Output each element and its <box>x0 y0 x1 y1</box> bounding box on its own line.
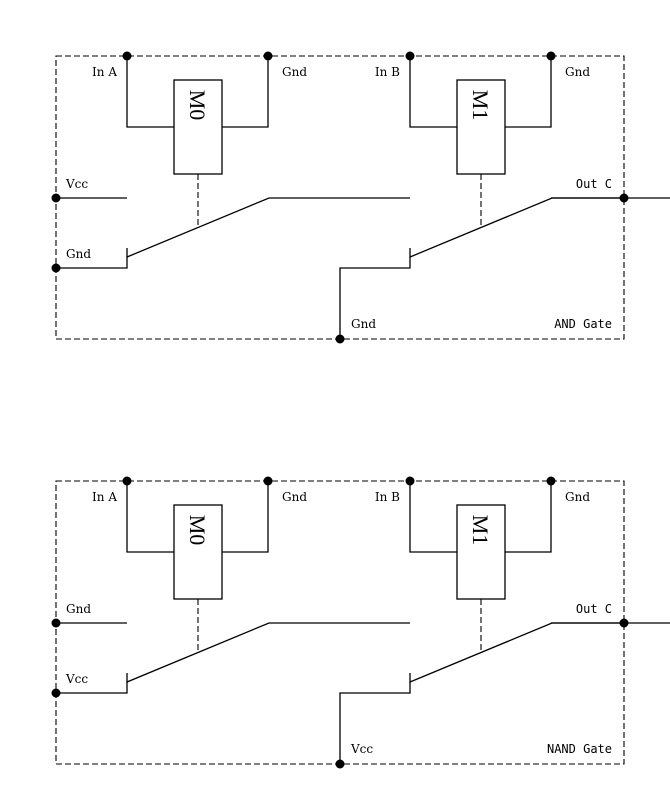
relay-label: M1 <box>468 515 493 546</box>
input-terminal <box>405 476 415 486</box>
ground-terminal <box>263 51 273 61</box>
relay-ground-wire <box>505 56 552 128</box>
input-label: In B <box>375 65 400 79</box>
left-lower-label: Vcc <box>65 672 88 686</box>
output-terminal <box>619 618 629 628</box>
relay-input-wire <box>126 481 174 553</box>
output-label: Out C <box>576 602 612 616</box>
output-terminal <box>619 193 629 203</box>
ground-label: Gnd <box>565 65 590 79</box>
relay-ground-wire <box>505 481 552 553</box>
relay-ground-wire <box>222 481 269 553</box>
ground-terminal <box>546 476 556 486</box>
relay-label: M0 <box>185 90 210 121</box>
left-upper-terminal <box>51 618 61 628</box>
input-label: In A <box>92 65 117 79</box>
input-terminal <box>122 51 132 61</box>
relay-m1: M1 In B Gnd <box>375 476 670 683</box>
bottom-label: Gnd <box>351 317 376 331</box>
output-label: Out C <box>576 177 612 191</box>
relay-input-wire <box>409 481 457 553</box>
ground-terminal <box>546 51 556 61</box>
bottom-terminal <box>335 334 345 344</box>
input-terminal <box>122 476 132 486</box>
relay-m0: M0 In A Gnd <box>92 51 410 258</box>
input-label: In A <box>92 490 117 504</box>
ground-label: Gnd <box>282 490 307 504</box>
gate-title: AND Gate <box>554 317 612 331</box>
relay-input-wire <box>126 56 174 128</box>
relay-ground-wire <box>222 56 269 128</box>
ground-label: Gnd <box>565 490 590 504</box>
left-lower-wire <box>56 257 128 269</box>
ground-terminal <box>263 476 273 486</box>
left-lower-terminal <box>51 688 61 698</box>
switch-arm <box>126 622 410 683</box>
relay-input-wire <box>409 56 457 128</box>
bottom-terminal <box>335 759 345 769</box>
left-upper-label: Vcc <box>65 177 88 191</box>
ground-label: Gnd <box>282 65 307 79</box>
bottom-wire <box>339 257 411 339</box>
bottom-wire <box>339 682 411 764</box>
left-lower-label: Gnd <box>66 247 91 261</box>
gate-title: NAND Gate <box>547 742 612 756</box>
left-lower-wire <box>56 682 128 694</box>
relay-label: M0 <box>185 515 210 546</box>
left-lower-terminal <box>51 263 61 273</box>
relay-label: M1 <box>468 90 493 121</box>
input-terminal <box>405 51 415 61</box>
switch-arm <box>126 197 410 258</box>
relay-m0: M0 In A Gnd <box>92 476 410 683</box>
switch-arm <box>409 197 670 258</box>
relay-coil <box>173 504 223 600</box>
bottom-label: Vcc <box>350 742 373 756</box>
left-upper-terminal <box>51 193 61 203</box>
switch-arm <box>409 622 670 683</box>
input-label: In B <box>375 490 400 504</box>
left-upper-label: Gnd <box>66 602 91 616</box>
relay-coil <box>456 79 506 175</box>
relay-m1: M1 In B Gnd <box>375 51 670 258</box>
